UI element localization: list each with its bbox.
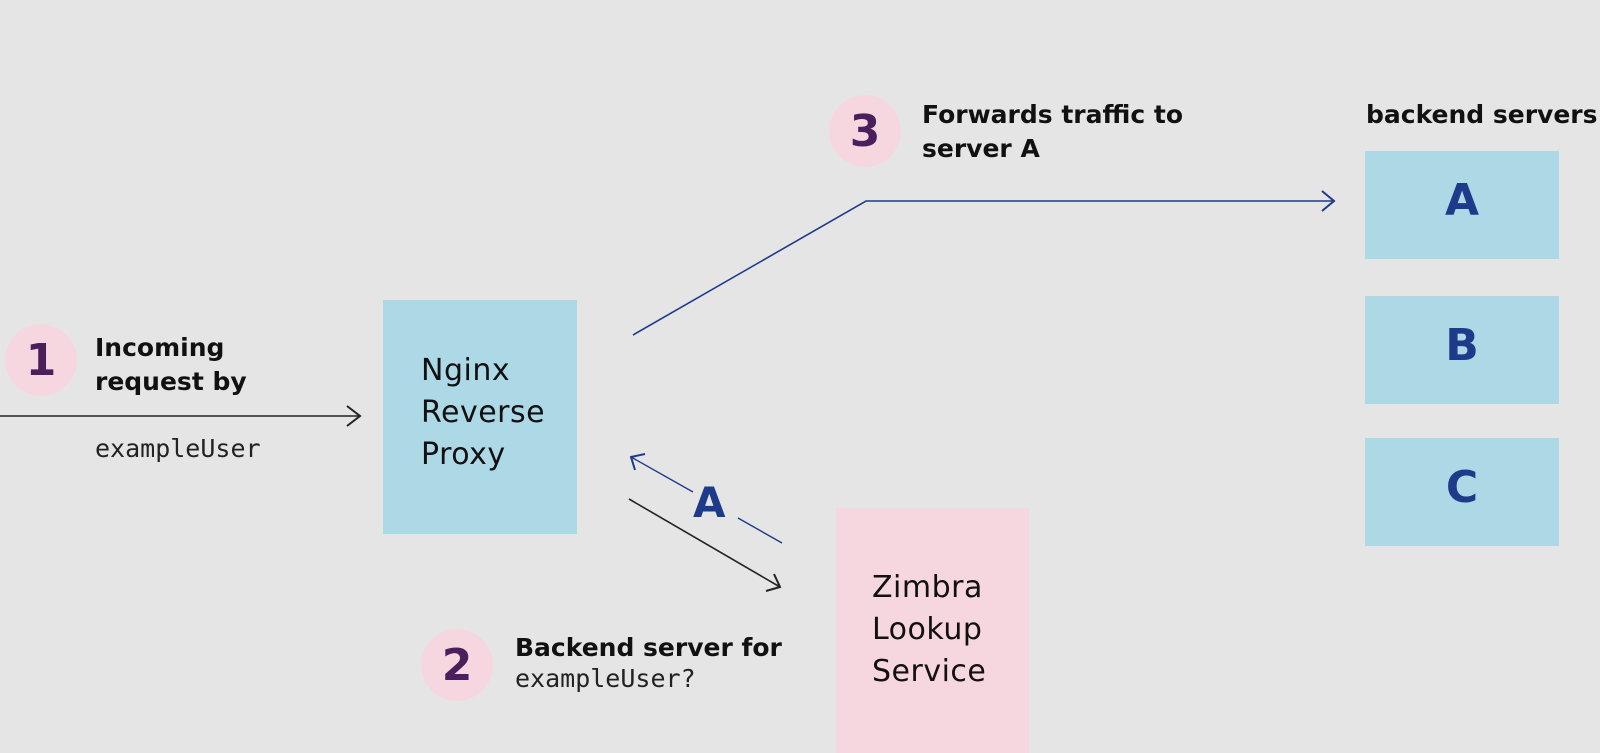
step-2-username: exampleUser? [515,664,696,693]
backend-server-b: B [1365,296,1559,404]
step-3-number: 3 [849,105,881,157]
arrow-lookup-response [629,453,783,544]
backend-server-c-label: C [1445,462,1479,513]
step-1-text: Incoming request by [95,333,247,396]
backend-server-c: C [1365,438,1559,546]
arrow-lookup-query [628,498,782,592]
zimbra-lookup-label: Zimbra Lookup Service [872,570,987,689]
step-3-badge: 3 [829,95,901,167]
step-1-number: 1 [25,334,57,386]
arrow-forward-to-server-a [632,190,1336,336]
backend-server-a: A [1365,151,1559,259]
backend-server-a-label: A [1444,175,1480,226]
step-2-badge: 2 [421,629,493,701]
step-1-username: exampleUser [95,434,261,463]
nginx-proxy-label: Nginx Reverse Proxy [421,353,546,472]
backend-servers-heading: backend servers [1366,100,1598,129]
arrow-incoming-request [0,405,362,427]
lookup-response-label: A [693,478,726,527]
zimbra-lookup-box: Zimbra Lookup Service [836,508,1029,753]
step-2-text: Backend server for [515,633,782,662]
step-3-text: Forwards traffic to server A [922,100,1184,163]
step-2-number: 2 [441,639,473,691]
nginx-proxy-box: Nginx Reverse Proxy [383,300,577,534]
step-1-badge: 1 [5,324,77,396]
backend-server-b-label: B [1445,320,1479,371]
